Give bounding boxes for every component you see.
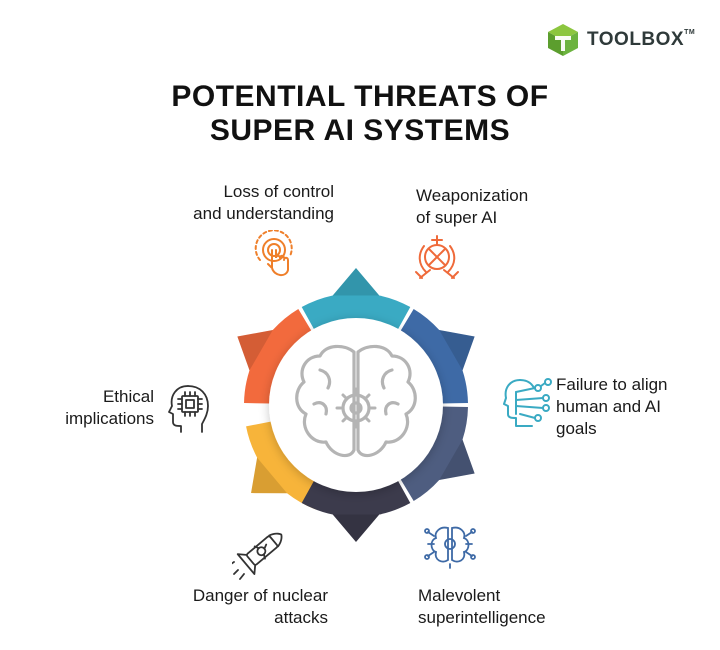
weapon-icon: [415, 235, 459, 279]
touch-icon: [254, 230, 293, 276]
page-title: POTENTIAL THREATS OF SUPER AI SYSTEMS: [0, 80, 720, 148]
label-line: goals: [556, 419, 597, 438]
label-line: Malevolent: [418, 586, 501, 605]
threat-label-malevolent: Malevolent superintelligence: [418, 585, 618, 629]
ring-segment-arrow-3: [332, 268, 380, 296]
label-line: Ethical: [102, 387, 154, 406]
ring-segment-5: [392, 406, 475, 502]
ai-head-network-icon: [503, 378, 552, 427]
brain-gear-icon: [295, 344, 417, 458]
threat-label-failure-to-align: Failure to align human and AI goals: [556, 374, 716, 440]
label-line: Weaponization: [416, 186, 529, 205]
ring-segment-1: [246, 418, 331, 510]
ring-segment-2: [237, 308, 320, 404]
label-line: attacks: [274, 608, 328, 627]
toolbox-logo: TOOLBOXTM: [545, 22, 695, 58]
ring-segment-arrow-6: [332, 514, 380, 542]
label-line: human and AI: [556, 397, 661, 416]
title-line-2: SUPER AI SYSTEMS: [209, 114, 511, 147]
brand-name: TOOLBOX: [587, 29, 685, 50]
ring-segment-arrow-5: [439, 439, 475, 480]
label-line: Danger of nuclear: [192, 586, 328, 605]
threat-label-loss-of-control: Loss of control and understanding: [148, 181, 334, 225]
ring-segment-4: [392, 308, 475, 404]
brain-circuit-icon: [424, 526, 476, 569]
title-line-1: POTENTIAL THREATS OF: [171, 80, 549, 113]
cube-logo-icon: [548, 24, 578, 56]
ring-segment-arrow-1: [251, 457, 288, 494]
threat-label-ethical: Ethical implications: [20, 386, 154, 430]
label-line: Loss of control: [223, 182, 334, 201]
ring-segment-arrow-2: [237, 330, 273, 371]
label-line: Failure to align: [556, 375, 668, 394]
threat-label-weaponization: Weaponization of super AI: [416, 185, 616, 229]
label-line: and understanding: [193, 204, 334, 223]
threat-label-nuclear: Danger of nuclear attacks: [128, 585, 328, 629]
label-line: implications: [65, 409, 154, 428]
nuclear-missile-icon: [232, 532, 283, 580]
brand-trademark: TM: [684, 29, 696, 36]
center-circle: [269, 318, 443, 492]
chip-head-icon: [168, 385, 209, 433]
ring-segment-arrow-4: [439, 330, 475, 371]
label-line: superintelligence: [418, 608, 546, 627]
logo-text: TOOLBOXTM: [587, 29, 695, 51]
label-line: of super AI: [416, 208, 498, 227]
